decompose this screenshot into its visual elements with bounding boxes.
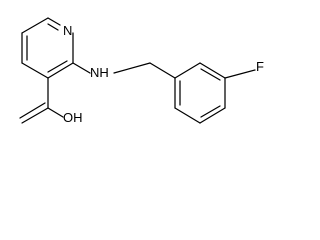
bond-b1-b2 (174, 62, 201, 79)
bond-carbonyl-o (21, 107, 49, 124)
bond-carbonyl-o-double (19, 102, 46, 119)
bond-c5-c6 (21, 17, 49, 34)
fluorophenyl-ring (174, 62, 256, 124)
pyridine-nitrogen-label: N (63, 23, 73, 38)
bond-b2-b3 (199, 62, 226, 79)
bond-b2-b3-inner (200, 68, 221, 81)
bond-c3-c3-inner (47, 60, 68, 73)
fluorine-label: F (256, 59, 264, 74)
amine-label: NH (90, 65, 109, 80)
bond-b4-b5 (199, 107, 226, 124)
bond-c2-nh (72, 62, 91, 74)
bond-ch2-aryl (149, 62, 176, 79)
bond-carbonyl-oh (47, 107, 64, 118)
bond-b3-f (224, 69, 256, 79)
bond-nh-ch2 (113, 62, 151, 74)
bond-c6-n1 (47, 17, 61, 26)
carboxylic-acid-oh-label: OH (63, 110, 83, 125)
bond-b5-b6 (174, 107, 201, 124)
amine-linker (72, 62, 176, 79)
structure-canvas: N NH F OH (19, 17, 264, 125)
carboxylic-acid-group (19, 77, 64, 124)
bond-c2-c3 (47, 62, 74, 79)
bond-b4-b5-inner (200, 105, 221, 118)
bond-c6-n1-inner (47, 23, 59, 31)
bond-c3-c4 (21, 62, 49, 79)
structure-diagram (19, 17, 256, 124)
pyridine-ring (21, 17, 74, 79)
